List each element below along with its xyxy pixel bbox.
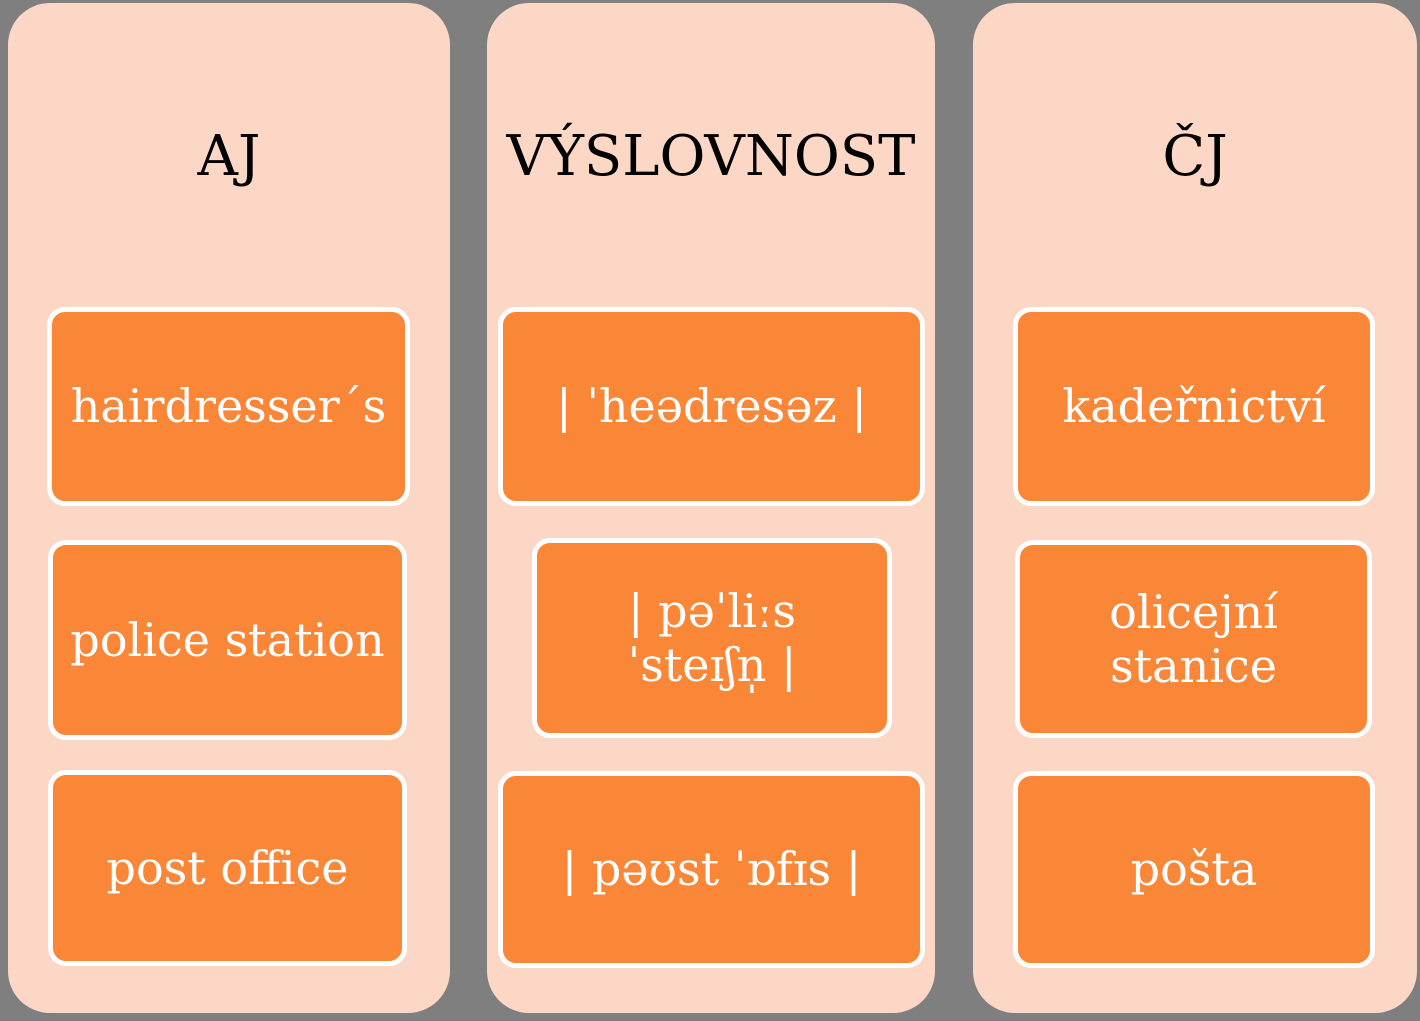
card-text: | pəʊst ˈɒfɪs |: [561, 842, 862, 897]
card-text: | ˈheədresəz |: [556, 379, 867, 434]
card-text: police station: [70, 612, 385, 667]
card-policejni-stanice: olicejní stanice: [1015, 540, 1372, 738]
column-header-vyslovnost: VÝSLOVNOST: [506, 124, 916, 189]
column-header-aj: AJ: [197, 124, 261, 189]
card-hairdressers: hairdresser´s: [47, 307, 410, 506]
column-header-cj: ČJ: [1162, 124, 1228, 189]
card-ipa-post-office: | pəʊst ˈɒfɪs |: [498, 771, 925, 968]
card-posta: pošta: [1013, 771, 1375, 968]
card-kadernictvi: kadeřnictví: [1013, 307, 1375, 506]
card-text: post office: [106, 840, 349, 895]
column-cj: ČJ kadeřnictví olicejní stanice pošta: [973, 3, 1417, 1013]
column-vyslovnost: VÝSLOVNOST | ˈheədresəz | | pəˈliːs ˈste…: [487, 3, 935, 1013]
card-text: pošta: [1130, 842, 1258, 897]
card-text: olicejní stanice: [1109, 584, 1278, 693]
card-ipa-police-station: | pəˈliːs ˈsteɪʃn̩ |: [532, 538, 892, 738]
card-post-office: post office: [48, 770, 407, 966]
column-aj: AJ hairdresser´s police station post off…: [8, 3, 450, 1013]
card-text: kadeřnictví: [1062, 379, 1326, 434]
card-text: | pəˈliːs ˈsteɪʃn̩ |: [627, 583, 797, 692]
card-text: hairdresser´s: [70, 379, 387, 434]
card-ipa-hairdressers: | ˈheədresəz |: [498, 307, 925, 506]
card-police-station: police station: [48, 540, 407, 740]
